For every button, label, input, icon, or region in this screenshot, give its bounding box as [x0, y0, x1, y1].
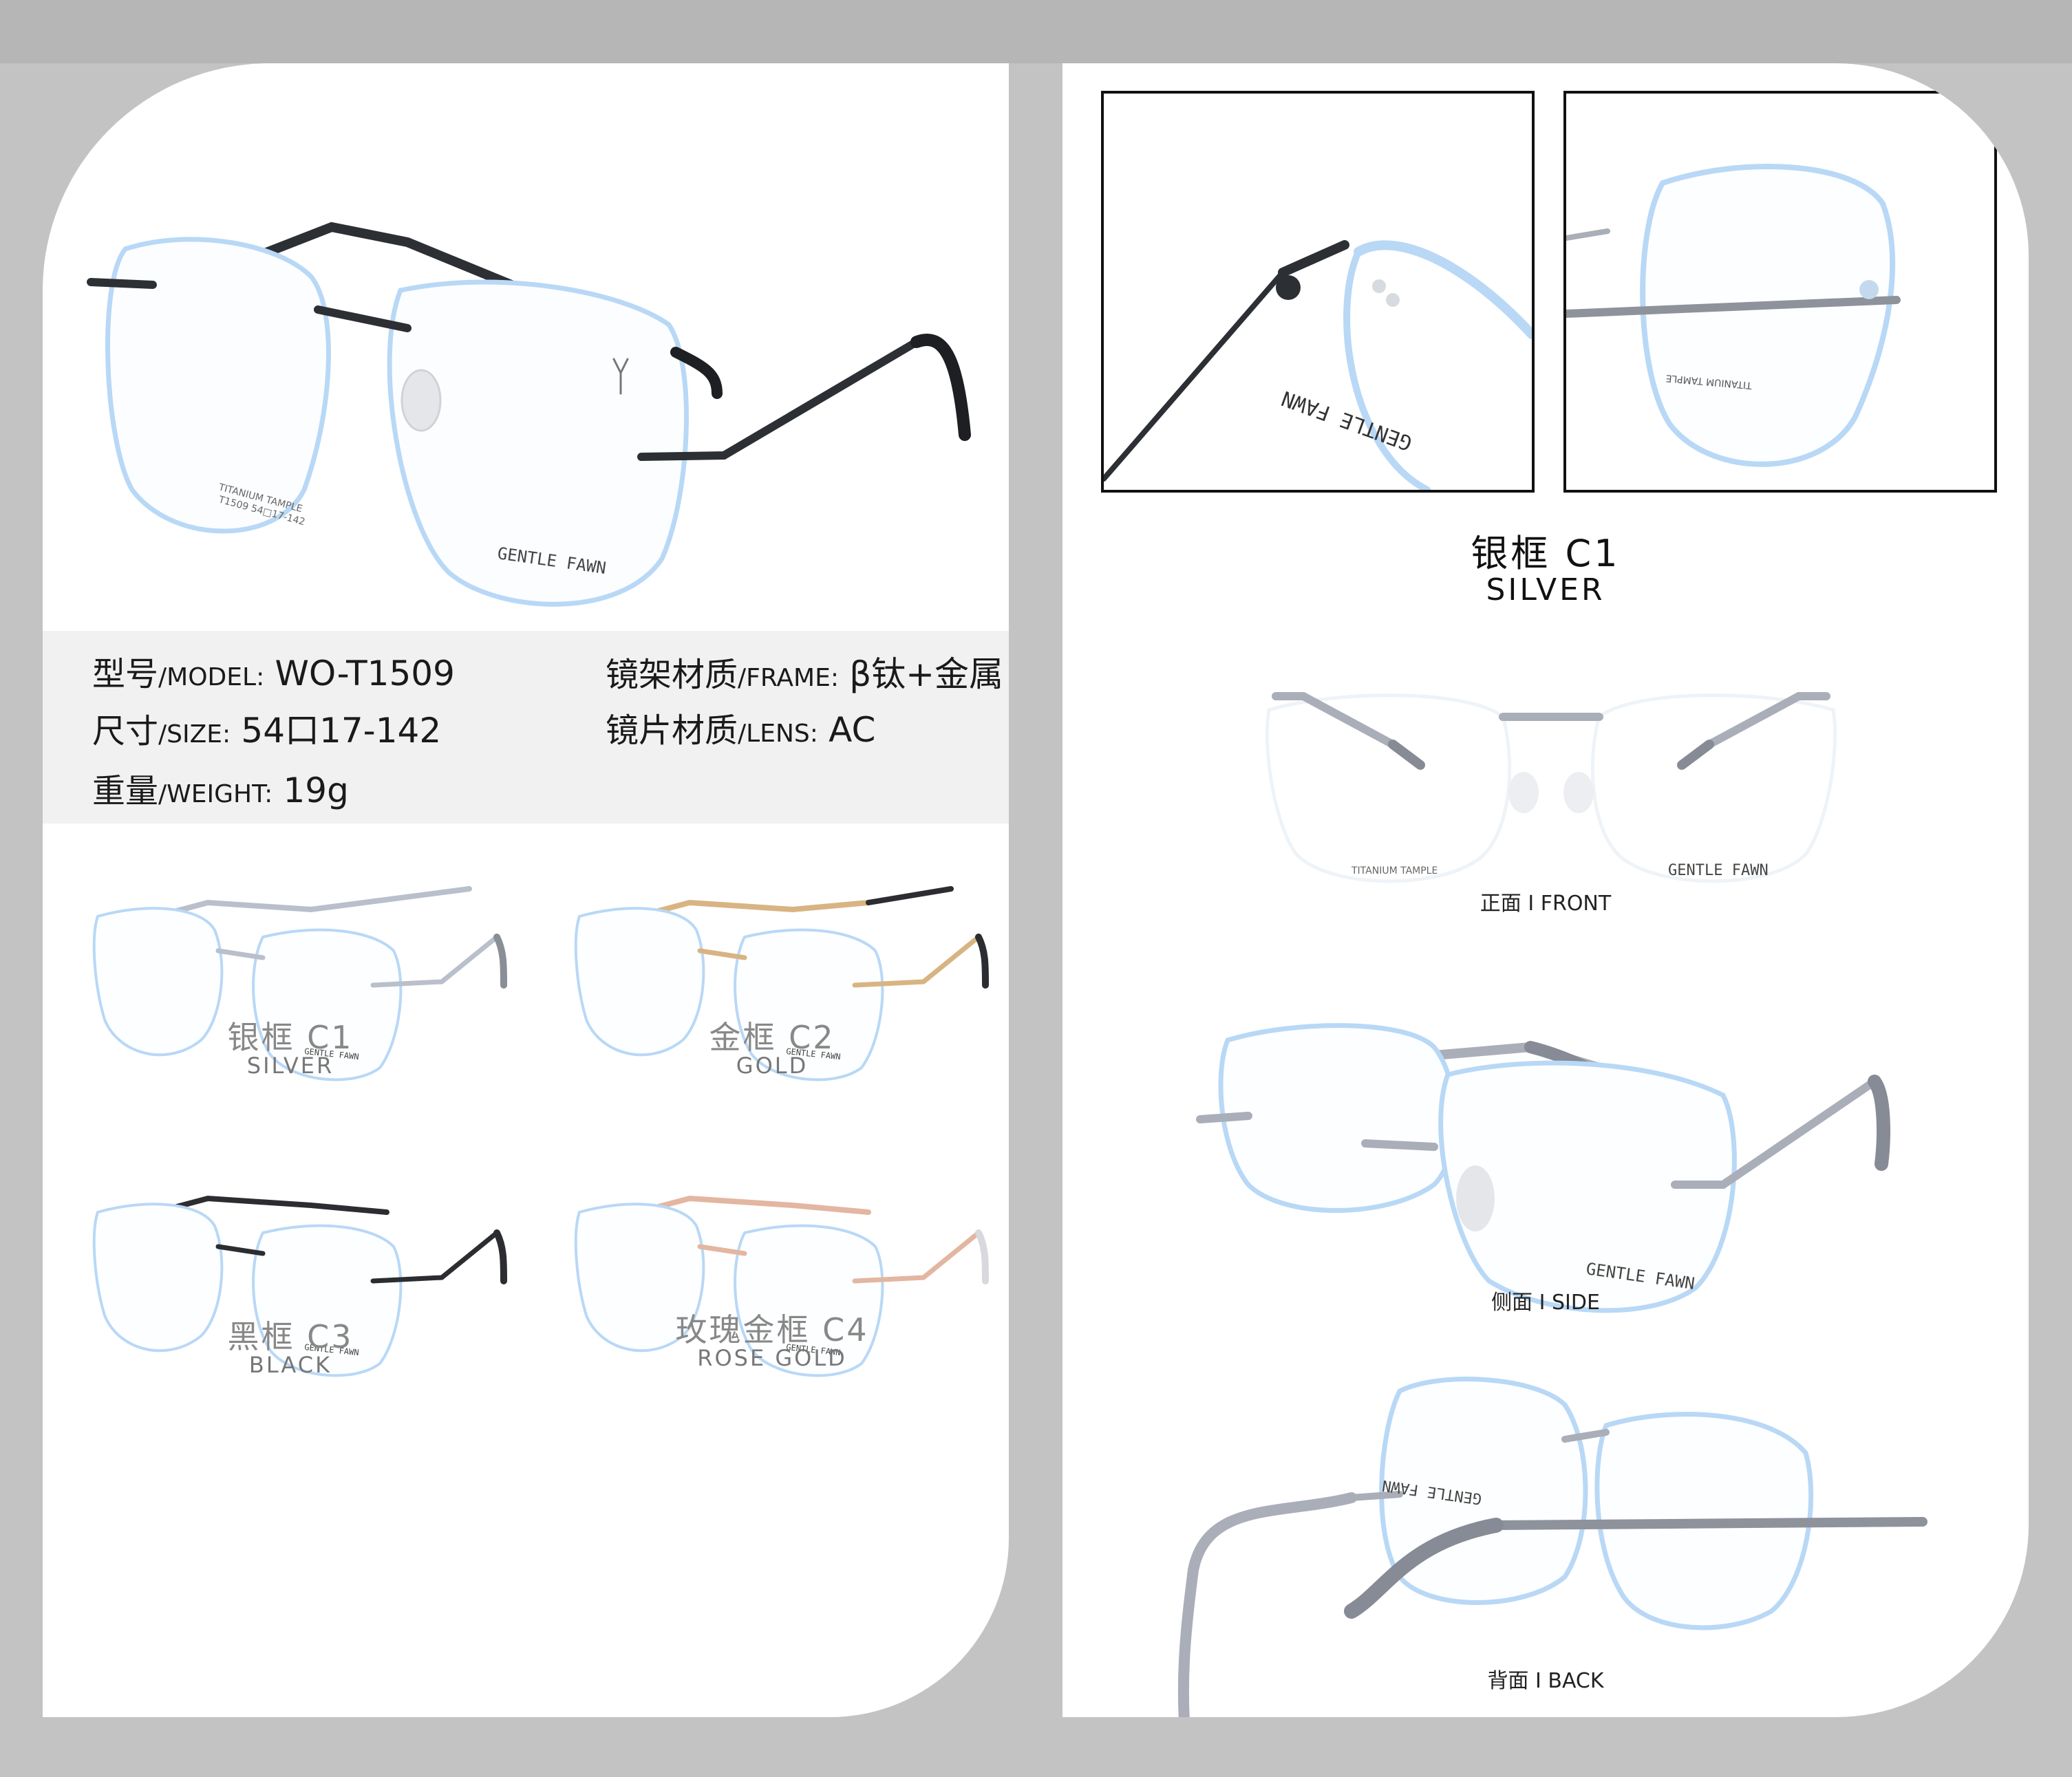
variant-black-name: 黑框 C3 [227, 1318, 354, 1355]
spec-weight-label: 重量 [92, 772, 159, 810]
spec-model: 型号/MODEL: WO-T1509 [92, 647, 455, 695]
spec-size-label-en: /SIZE: [158, 720, 231, 749]
spec-weight-label-en: /WEIGHT: [158, 780, 273, 808]
right-product-panel: GENTLE FAWN TITANIUM TAMPLE 银框 C1 SILVER [1062, 63, 2029, 1717]
variant-black-image: GENTLE FAWN [92, 1195, 507, 1377]
back-view-label: 背面 I BACK [1487, 1669, 1604, 1693]
background-band [0, 0, 2072, 63]
side-view-label: 侧面 I SIDE [1491, 1291, 1600, 1315]
spec-frame: 镜架材质/FRAME: β钛+金属 [606, 647, 1003, 696]
front-view-mark: GENTLE FAWN [1668, 862, 1769, 879]
detail-hinge-box: GENTLE FAWN [1101, 91, 1535, 493]
spec-lens-label-en: /LENS: [738, 720, 818, 748]
right-variant-subtitle: SILVER [1486, 572, 1605, 607]
variant-gold-image: GENTLE FAWN [574, 886, 989, 1081]
spec-weight: 重量/WEIGHT: 19g [92, 764, 349, 812]
spec-size: 尺寸/SIZE: 54口17-142 [92, 703, 441, 753]
hinge-detail-mark: GENTLE FAWN [1279, 386, 1416, 455]
variant-rosegold-name: 玫瑰金框 C4 [675, 1311, 869, 1348]
spec-weight-value: 19g [283, 771, 349, 810]
hero-glasses-image: GENTLE FAWN TITANIUM TAMPLE T1509 54□17-… [87, 222, 971, 607]
left-product-panel: GENTLE FAWN TITANIUM TAMPLE T1509 54□17-… [43, 63, 1009, 1717]
front-view-label: 正面 I FRONT [1480, 892, 1612, 916]
spec-size-label: 尺寸 [92, 712, 159, 751]
variant-silver-sub: SILVER [246, 1053, 334, 1079]
detail-temple-box: TITANIUM TAMPLE [1563, 91, 1997, 493]
spec-model-label-en: /MODEL: [158, 663, 265, 691]
temple-detail-image: TITANIUM TAMPLE [1566, 164, 1901, 467]
variant-black-sub: BLACK [248, 1352, 332, 1378]
spec-frame-value: β钛+金属 [849, 654, 1004, 694]
spec-size-value: 54口17-142 [241, 711, 442, 751]
spec-frame-label: 镜架材质 [606, 656, 738, 694]
spec-frame-label-en: /FRAME: [738, 664, 839, 692]
side-view-image: GENTLE FAWN [1196, 1023, 1890, 1313]
spec-model-label: 型号 [92, 655, 159, 693]
front-view-image: GENTLE FAWN TITANIUM TAMPLE [1265, 692, 1837, 883]
hinge-detail-image: GENTLE FAWN [1104, 240, 1532, 490]
variant-silver-name: 银框 C1 [227, 1019, 354, 1056]
variant-silver-image: GENTLE FAWN [92, 886, 507, 1081]
variant-rosegold-image: GENTLE FAWN [574, 1195, 989, 1377]
variant-rosegold-sub: ROSE GOLD [697, 1345, 847, 1371]
right-variant-title: 银框 C1 [1471, 532, 1621, 575]
spec-model-value: WO-T1509 [275, 654, 455, 693]
specs-band [43, 631, 1009, 823]
variant-gold-name: 金框 C2 [709, 1019, 835, 1056]
spec-lens: 镜片材质/LENS: AC [606, 703, 875, 751]
front-view-temple-text: TITANIUM TAMPLE [1351, 865, 1438, 876]
back-view-image: GENTLE FAWN [1177, 1377, 1927, 1717]
spec-lens-label: 镜片材质 [606, 711, 738, 750]
spec-lens-value: AC [829, 710, 876, 750]
variant-gold-sub: GOLD [736, 1053, 809, 1079]
